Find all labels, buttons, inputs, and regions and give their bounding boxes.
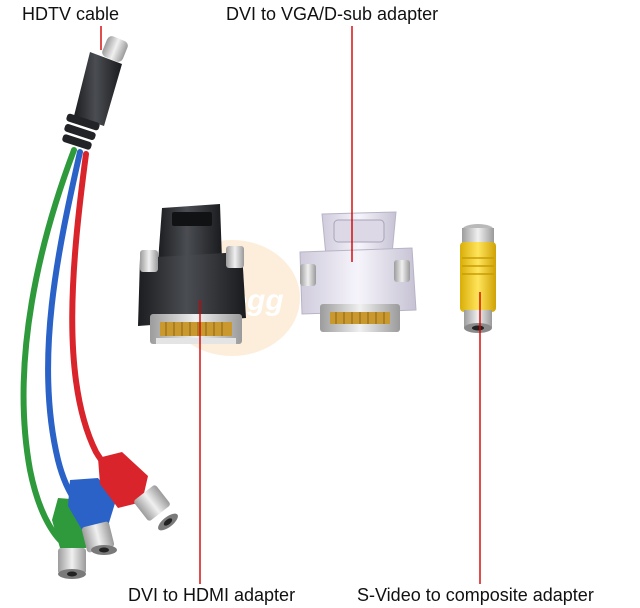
dvi-to-hdmi-adapter [138,204,246,344]
svideo-plug-tip [102,36,128,62]
label-svideo-to-composite: S-Video to composite adapter [357,585,594,605]
blue-rca-connector [68,478,117,555]
hdtv-cable [20,36,178,579]
dvi-to-vga-adapter [299,211,417,332]
red-rca-connector [98,452,178,531]
svideo-plug-body [74,52,122,126]
svideo-to-composite-adapter [460,224,496,333]
label-dvi-to-vga: DVI to VGA/D-sub adapter [226,4,439,24]
label-hdtv-cable: HDTV cable [22,4,120,24]
green-wire [20,147,77,548]
label-dvi-to-hdmi: DVI to HDMI adapter [128,585,296,605]
red-wire [69,151,141,489]
